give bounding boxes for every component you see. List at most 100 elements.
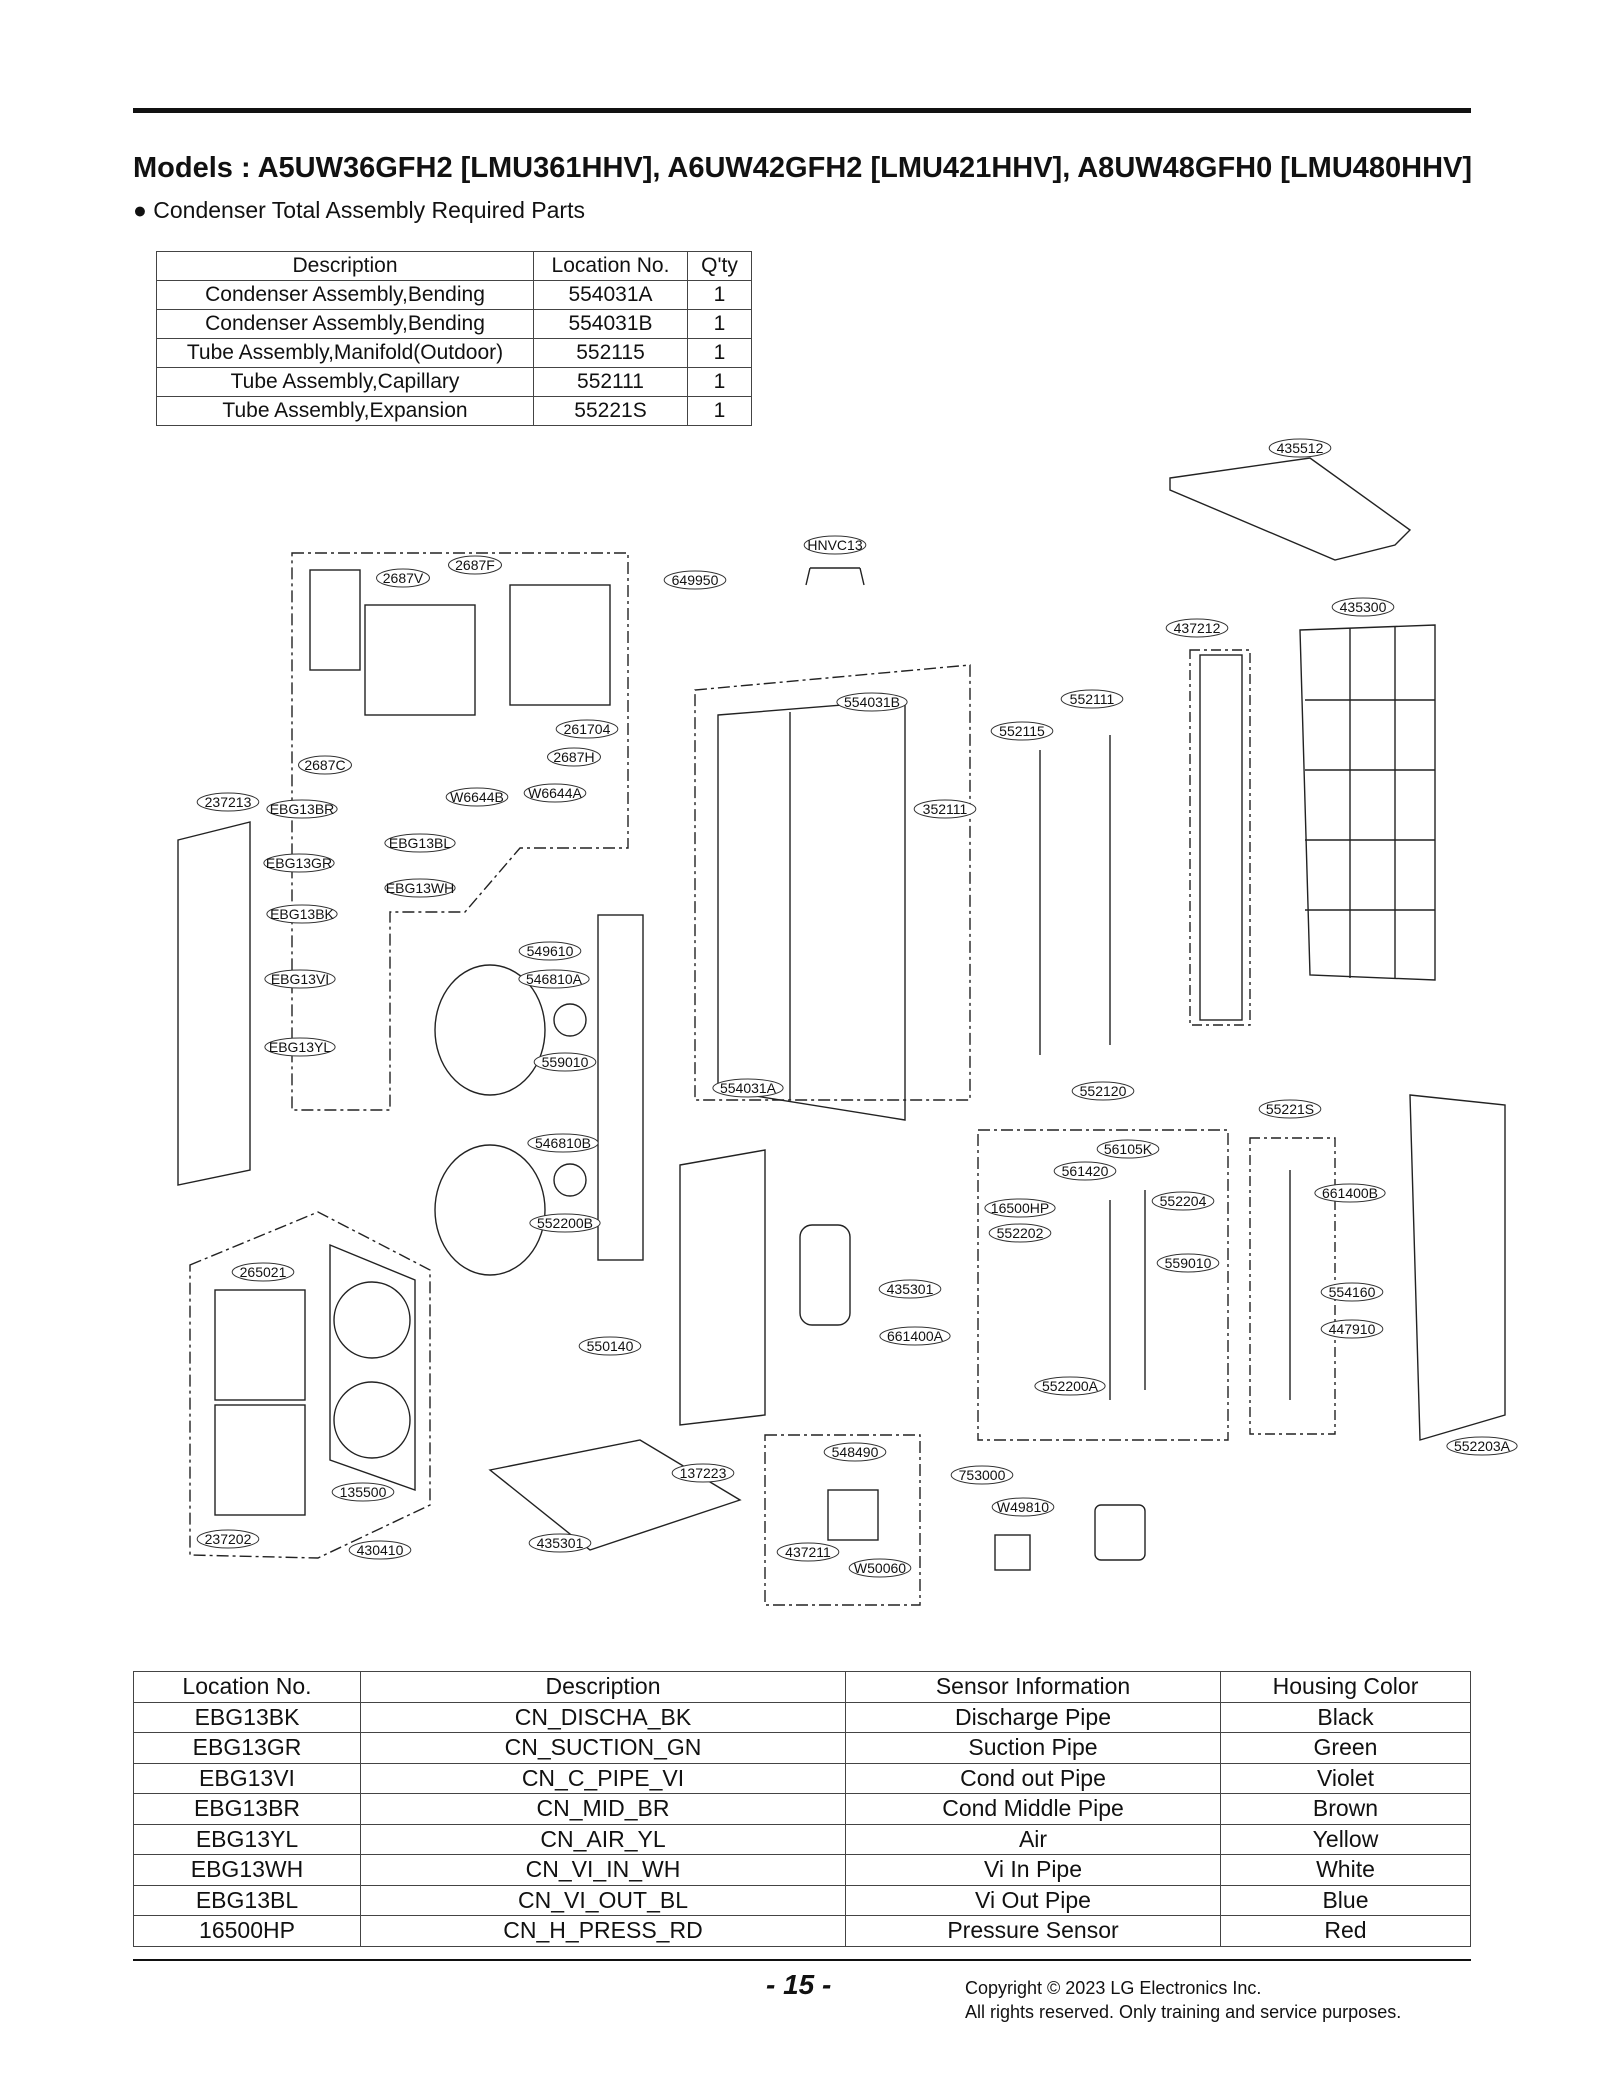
callout-text: 552204 <box>1160 1193 1207 1209</box>
condenser-group-outline <box>694 664 971 1101</box>
callout-label: 352111 <box>913 799 977 819</box>
control-case-part <box>509 584 611 706</box>
cell: Suction Pipe <box>845 1732 1221 1764</box>
cell: Condenser Assembly,Bending <box>156 309 534 339</box>
callout-label: 437211 <box>776 1542 840 1562</box>
callout-text: 546810A <box>526 971 583 987</box>
callout-label: 554031A <box>712 1078 784 1098</box>
callout-text: 559010 <box>1165 1255 1212 1271</box>
callout-text: 552120 <box>1080 1083 1127 1099</box>
callout-bubble <box>1096 1139 1160 1159</box>
table-header-row: Description Location No. Q'ty <box>156 251 752 281</box>
callout-text: 2687F <box>455 557 495 573</box>
cell: CN_AIR_YL <box>360 1823 846 1855</box>
callout-bubble <box>712 1078 784 1098</box>
cell: Condenser Assembly,Bending <box>156 280 534 310</box>
column-header: Sensor Information <box>845 1671 1221 1703</box>
callout-text: 661400B <box>1322 1185 1378 1201</box>
callout-label: 435300 <box>1331 597 1395 617</box>
callout-text: 16500HP <box>991 1200 1049 1216</box>
transformer-part <box>994 1534 1031 1571</box>
callout-bubble <box>445 787 509 807</box>
callout-label: 661400B <box>1314 1183 1386 1203</box>
side-grid-part <box>1299 624 1436 981</box>
callout-text: 2687V <box>383 570 424 586</box>
cell: 552115 <box>533 338 688 368</box>
cell: EBG13WH <box>133 1854 361 1886</box>
callout-label: 552111 <box>1060 689 1124 709</box>
callout-bubble <box>331 1482 395 1502</box>
callout-text: 2687C <box>304 757 345 773</box>
callout-bubble <box>448 555 502 575</box>
condenser-part <box>717 699 906 1121</box>
callout-text: 265021 <box>240 1264 287 1280</box>
callout-bubble <box>518 941 582 961</box>
callout-label: 430410 <box>348 1540 412 1560</box>
callout-bubble <box>384 878 456 898</box>
callout-label: 546810B <box>527 1133 599 1153</box>
callout-text: 435301 <box>537 1535 584 1551</box>
bracket-part <box>805 567 865 586</box>
callout-text: 561420 <box>1062 1163 1109 1179</box>
callout-label: W50060 <box>848 1558 912 1578</box>
callout-bubble <box>196 1529 260 1549</box>
callout-bubble <box>528 1533 592 1553</box>
callout-bubble <box>984 1198 1056 1218</box>
side-post-part <box>1199 654 1243 1021</box>
control-box-group-outline <box>291 552 629 1111</box>
callout-text: W6644B <box>450 789 504 805</box>
callout-label: 546810A <box>518 969 590 989</box>
callout-label: EBG13YL <box>264 1037 336 1057</box>
callout-bubble <box>991 1497 1055 1517</box>
callout-label: 561420 <box>1053 1161 1117 1181</box>
cell: 1 <box>687 396 752 426</box>
cell: Tube Assembly,Manifold(Outdoor) <box>156 338 534 368</box>
cell: Blue <box>1220 1884 1471 1916</box>
callout-bubble <box>348 1540 412 1560</box>
callout-text: 435300 <box>1340 599 1387 615</box>
callout-bubble <box>555 719 619 739</box>
callout-text: 447910 <box>1329 1321 1376 1337</box>
callout-bubble <box>1053 1161 1117 1181</box>
callout-text: EBG13BR <box>270 801 335 817</box>
callout-label: 16500HP <box>984 1198 1056 1218</box>
callout-label: 661400A <box>879 1326 951 1346</box>
cell: Yellow <box>1220 1823 1471 1855</box>
callout-bubble <box>1165 618 1229 638</box>
callout-bubble <box>547 747 601 767</box>
compressor-part <box>799 1224 851 1326</box>
callout-bubble <box>1320 1319 1384 1339</box>
top-cover-part <box>1169 457 1412 561</box>
callout-label: EBG13VI <box>264 969 336 989</box>
callout-text: W49810 <box>997 1499 1049 1515</box>
callout-bubble <box>1258 1099 1322 1119</box>
callout-text: 552200B <box>537 1215 593 1231</box>
copyright-line: All rights reserved. Only training and s… <box>965 2002 1402 2022</box>
callout-label: EBG13GR <box>263 853 335 873</box>
cell: Vi Out Pipe <box>845 1884 1221 1916</box>
callout-text: W50060 <box>854 1560 906 1576</box>
callout-label: EBG13BL <box>384 833 456 853</box>
callout-text: EBG13BK <box>270 906 334 922</box>
callout-bubble <box>663 570 727 590</box>
callout-label: 552200A <box>1034 1376 1106 1396</box>
filter-part <box>1094 1504 1146 1561</box>
pipe-part <box>1039 735 1111 1055</box>
callout-bubble <box>578 1336 642 1356</box>
callout-text: 549610 <box>527 943 574 959</box>
cell: EBG13YL <box>133 1823 361 1855</box>
page-title: Models : A5UW36GFH2 [LMU361HHV], A6UW42G… <box>133 152 1473 184</box>
callout-bubble <box>1331 597 1395 617</box>
reactor-group-outline <box>764 1434 921 1606</box>
callout-label: W6644B <box>445 787 509 807</box>
upper-grille-part <box>214 1289 306 1401</box>
callout-label: W6644A <box>523 783 587 803</box>
callout-bubble <box>1156 1253 1220 1273</box>
column-header: Q'ty <box>687 251 752 281</box>
